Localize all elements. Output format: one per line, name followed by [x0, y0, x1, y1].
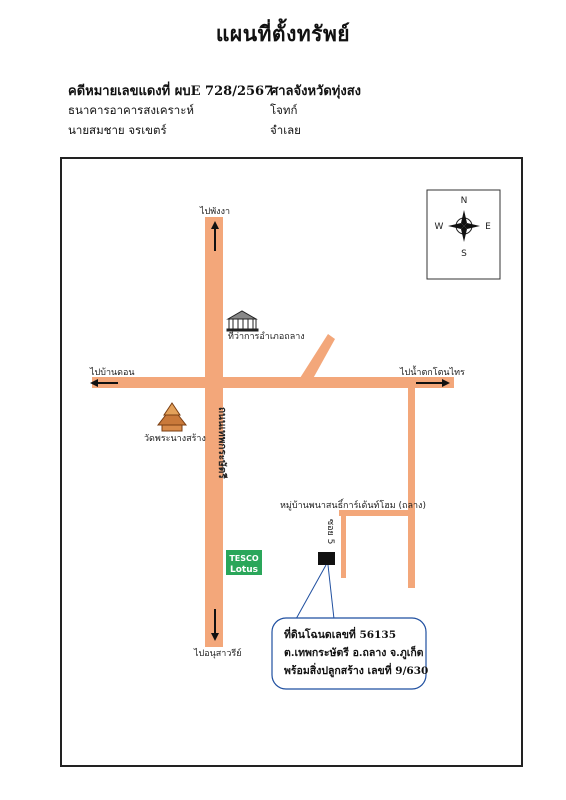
district-office-icon [226, 310, 259, 332]
label-to-ban-don: ไปบ้านดอน [89, 367, 135, 378]
callout-building: พร้อมสิ่งปลูกสร้าง เลขที่ 9/630 [284, 662, 428, 678]
compass-w-label: W [435, 222, 444, 232]
tesco-lotus-logo [226, 550, 262, 575]
label-village: หมู่บ้านพนาสนธิ์การ์เด้นท์โฮม (ถลาง) [280, 498, 426, 511]
page-title: แผนที่ตั้งทรัพย์ [215, 21, 351, 46]
east-side-road [408, 388, 415, 588]
compass-needle-s [461, 226, 467, 242]
plaintiff-row: ธนาคารอาคารสงเคราะห์ โจทก์ [68, 102, 488, 122]
compass-rose: N S E W [426, 189, 501, 280]
store-name-line2: Lotus [230, 565, 258, 575]
roads [92, 217, 454, 647]
defendant-row: นายสมชาย จรเขตร์ จำเลย [68, 122, 488, 142]
property-marker [318, 552, 335, 565]
label-district-office: ที่ว่าการอำเภอถลาง [228, 329, 305, 342]
compass-frame [426, 189, 501, 280]
callout-deed: ที่ดินโฉนดเลขที่ 56135 [284, 626, 396, 641]
label-to-phangnga: ไปพังงา [199, 206, 230, 217]
diagonal-road [300, 334, 335, 384]
compass-needle-e [464, 223, 480, 229]
label-to-nam-tok: ไปน้ำตกโตนไทร [399, 365, 465, 378]
temple-icon [156, 402, 188, 432]
defendant-role: จำเลย [270, 123, 301, 137]
arrow-west-head [90, 379, 98, 387]
court-name: ศาลจังหวัดทุ่งสง [270, 84, 361, 99]
callout-pointer-left [295, 564, 327, 620]
label-temple: วัดพระนางสร้าง [144, 433, 206, 444]
soi-road [341, 516, 346, 578]
direction-arrows [90, 221, 450, 641]
village-road [339, 510, 413, 516]
callout-location: ต.เทพกระษัตรี อ.ถลาง จ.ภูเก็ต [284, 645, 424, 660]
arrow-north-head [211, 221, 219, 229]
property-callout [271, 617, 427, 690]
compass-needle-n [461, 210, 467, 226]
location-map: ไปพังงา ไปบ้านดอน ไปน้ำตกโตนไทร ไปอนุสาว… [60, 157, 523, 767]
cross-road [92, 377, 454, 388]
callout-pointer-right [327, 564, 335, 620]
compass-n-label: N [461, 196, 468, 206]
compass-s-label: S [461, 249, 467, 259]
main-road-name: ถนนเทพกระษัตรี [216, 407, 228, 479]
main-road [205, 217, 223, 647]
arrow-south-head [211, 633, 219, 641]
case-header: คดีหมายเลขแดงที่ ผบE 728/2567 ศาลจังหวัด… [68, 80, 488, 142]
arrow-east-head [442, 379, 450, 387]
label-to-monument: ไปอนุสาวรีย์ [193, 647, 242, 659]
case-row: คดีหมายเลขแดงที่ ผบE 728/2567 ศาลจังหวัด… [68, 80, 488, 102]
case-number: คดีหมายเลขแดงที่ ผบE 728/2567 [68, 84, 274, 99]
map-canvas: ไปพังงา ไปบ้านดอน ไปน้ำตกโตนไทร ไปอนุสาว… [89, 189, 501, 690]
compass-needle-w [448, 223, 464, 229]
compass-e-label: E [485, 222, 491, 232]
label-soi: ซอย 5 [325, 519, 335, 544]
defendant-name: นายสมชาย จรเขตร์ [68, 123, 167, 137]
plaintiff-role: โจทก์ [270, 103, 298, 117]
store-name-line1: TESCO [229, 554, 259, 563]
plaintiff-name: ธนาคารอาคารสงเคราะห์ [68, 103, 195, 117]
